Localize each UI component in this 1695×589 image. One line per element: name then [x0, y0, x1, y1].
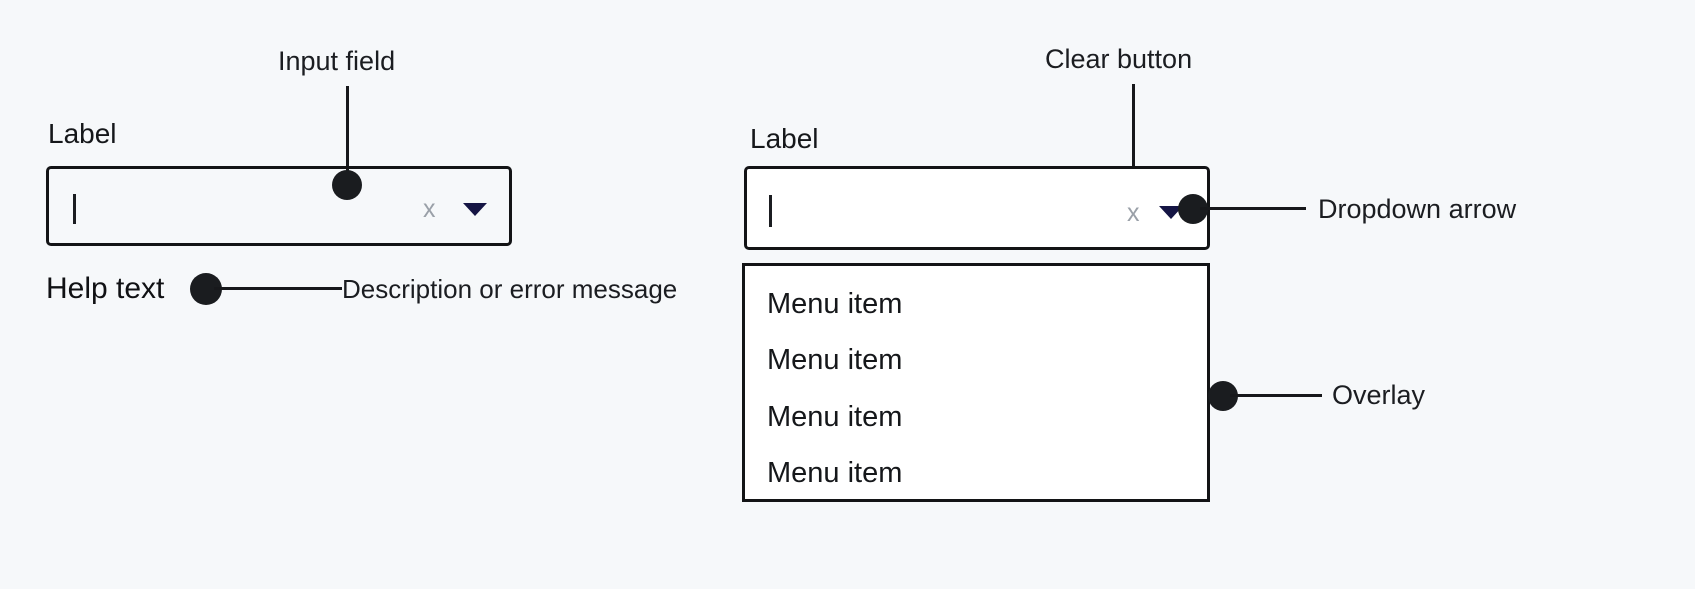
chevron-down-icon[interactable] [1159, 206, 1183, 219]
right-input-field[interactable]: x [744, 166, 1210, 250]
menu-item[interactable]: Menu item [767, 457, 903, 489]
menu-item[interactable]: Menu item [767, 288, 903, 320]
callout-leader-line-overlay [1230, 394, 1322, 397]
callout-leader-line-dropdown-arrow [1200, 207, 1306, 210]
chevron-down-icon[interactable] [463, 203, 487, 216]
menu-item[interactable]: Menu item [767, 401, 903, 433]
callout-label-input-field: Input field [278, 46, 396, 76]
clear-icon[interactable]: x [1127, 199, 1140, 227]
right-field-label: Label [750, 123, 819, 154]
menu-item[interactable]: Menu item [767, 344, 903, 376]
callout-leader-line-input-field [346, 86, 349, 186]
callout-label-dropdown-arrow: Dropdown arrow [1318, 194, 1517, 224]
dropdown-overlay-panel[interactable]: Menu item Menu item Menu item Menu item [742, 263, 1210, 502]
callout-leader-line-help-text [214, 287, 342, 290]
right-text-caret [769, 195, 772, 227]
callout-label-overlay: Overlay [1332, 380, 1426, 410]
callout-label-description-or-error: Description or error message [342, 274, 678, 304]
clear-icon[interactable]: x [423, 195, 436, 223]
callout-label-clear-button: Clear button [1045, 44, 1193, 74]
left-text-caret [73, 194, 76, 224]
left-field-label: Label [48, 118, 117, 149]
left-help-text: Help text [46, 272, 165, 305]
callout-leader-line-clear-button [1132, 84, 1135, 186]
left-input-field[interactable]: x [46, 166, 512, 246]
callout-anchor-dot-input-field [332, 170, 362, 200]
